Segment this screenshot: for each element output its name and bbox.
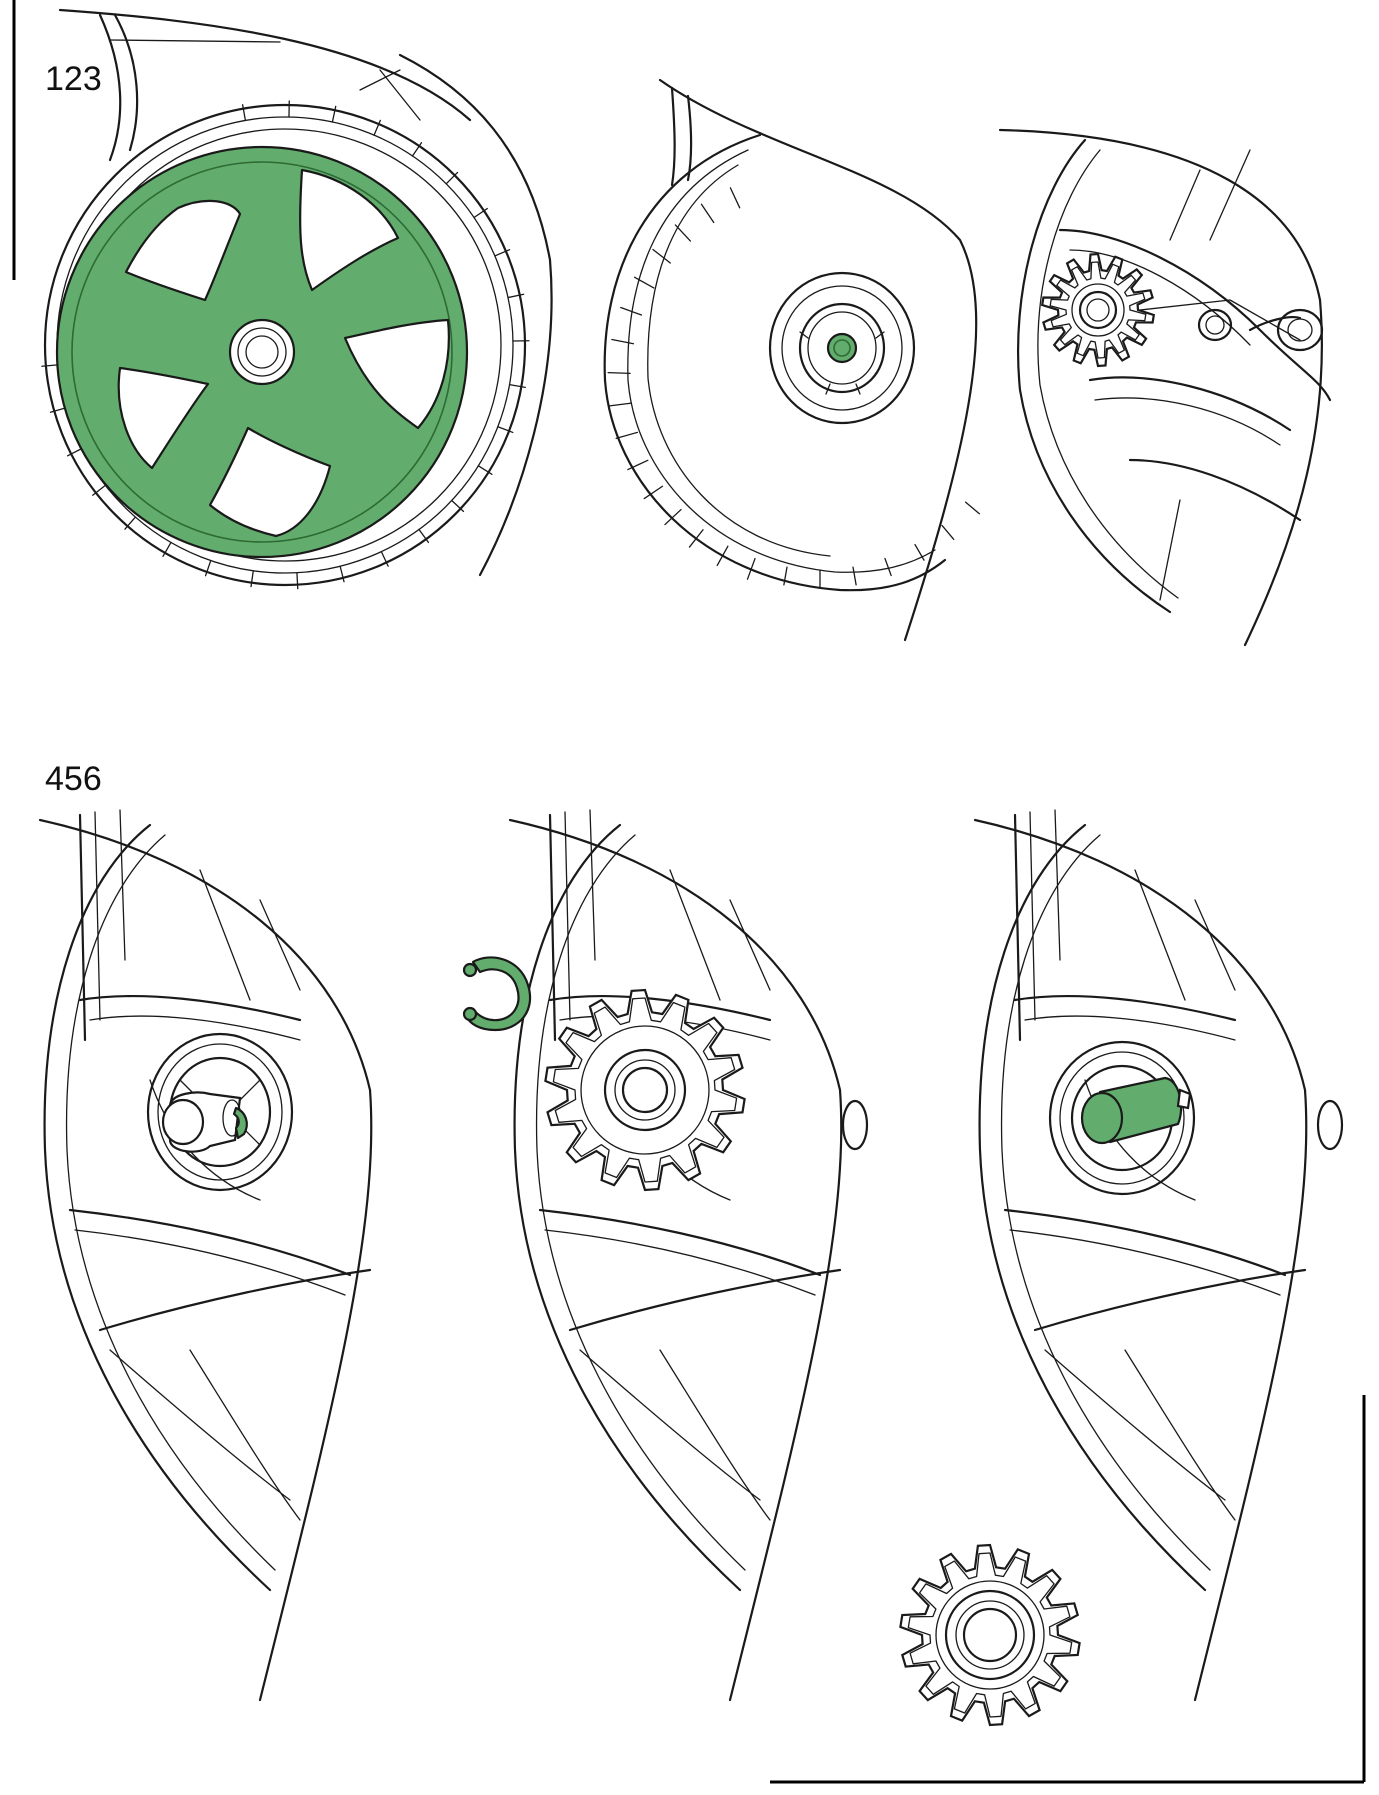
gear-icon bbox=[899, 1543, 1081, 1727]
panel-step-1 bbox=[41, 8, 553, 590]
gear-icon bbox=[544, 988, 746, 1192]
step-label-456: 456 bbox=[45, 760, 102, 798]
panel-step-4 bbox=[38, 809, 373, 1702]
shaft-with-clip bbox=[146, 1032, 294, 1192]
panel-step-2 bbox=[603, 78, 980, 642]
shaft-icon bbox=[1048, 1040, 1196, 1196]
gear-icon bbox=[1040, 252, 1156, 368]
wheel-icon bbox=[55, 145, 469, 559]
circlip-icon bbox=[462, 956, 532, 1032]
panel-step-3 bbox=[998, 128, 1332, 647]
axle-nut-hub bbox=[768, 271, 916, 425]
step-label-123: 123 bbox=[45, 60, 102, 98]
panel-step-5 bbox=[462, 809, 869, 1702]
panel-step-6 bbox=[899, 809, 1344, 1727]
